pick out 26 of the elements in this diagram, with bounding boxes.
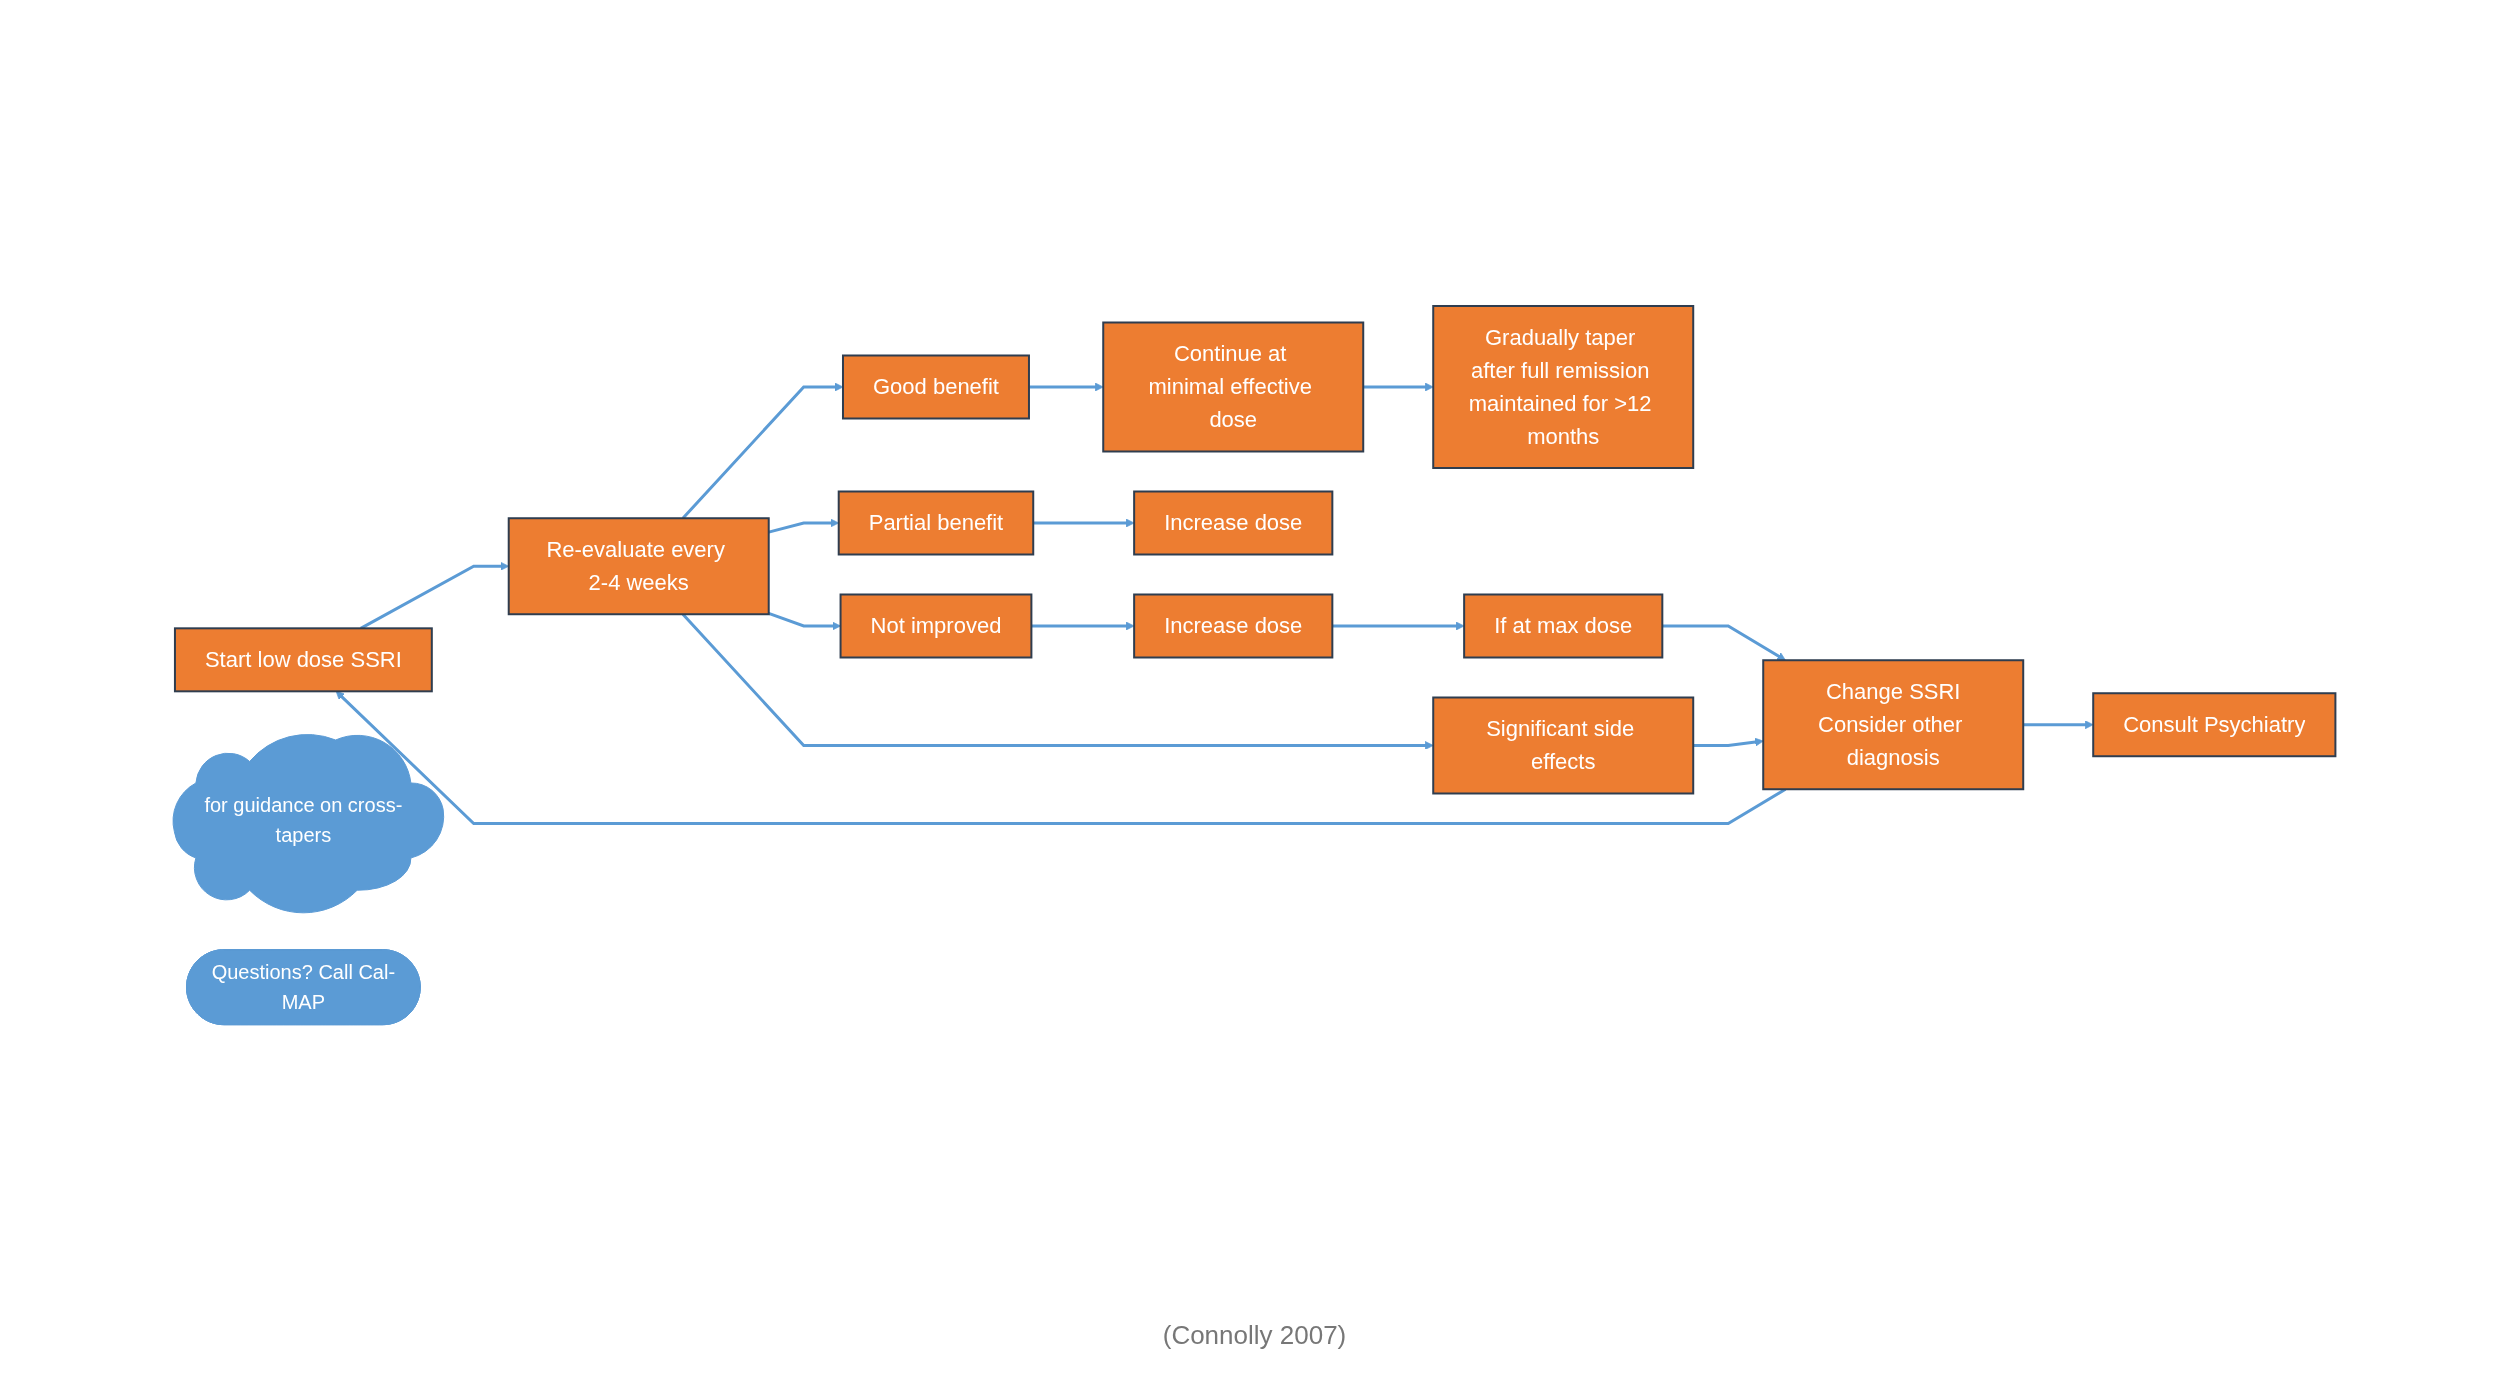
- node-box: Good benefit: [842, 354, 1031, 420]
- arrow: [682, 612, 1434, 750]
- arrow: [1033, 518, 1135, 528]
- arrow: [1363, 382, 1434, 392]
- node-box: Re-evaluate every 2-4 weeks: [508, 516, 770, 615]
- arrow: [336, 690, 1787, 825]
- arrow: [1332, 621, 1465, 631]
- arrow: [1662, 624, 1787, 661]
- arrow: [682, 382, 844, 519]
- node-box: Significant side effects: [1432, 696, 1695, 795]
- node-box: Gradually taper after full remission maintained for >12 months: [1432, 304, 1695, 469]
- arrow: [2023, 720, 2094, 729]
- arrow: [1031, 621, 1135, 631]
- citation-note: (Connolly 2007): [1162, 1320, 1347, 1350]
- node-box: Increase dose: [1133, 490, 1334, 556]
- node-box: Continue at minimal effective dose: [1102, 321, 1365, 453]
- arrow: [1693, 737, 1764, 747]
- node-box: Not improved: [839, 593, 1033, 659]
- node-box: If at max dose: [1463, 593, 1664, 659]
- node-box: Change SSRI Consider other diagnosis: [1762, 658, 2025, 790]
- node-box: Start low dose SSRI: [174, 627, 434, 692]
- node-box: Consult Psychiatry: [2092, 691, 2337, 757]
- node-box: Increase dose: [1133, 593, 1334, 659]
- arrow: [1029, 382, 1104, 392]
- arrow: [360, 561, 510, 630]
- node-box: Partial benefit: [838, 490, 1035, 556]
